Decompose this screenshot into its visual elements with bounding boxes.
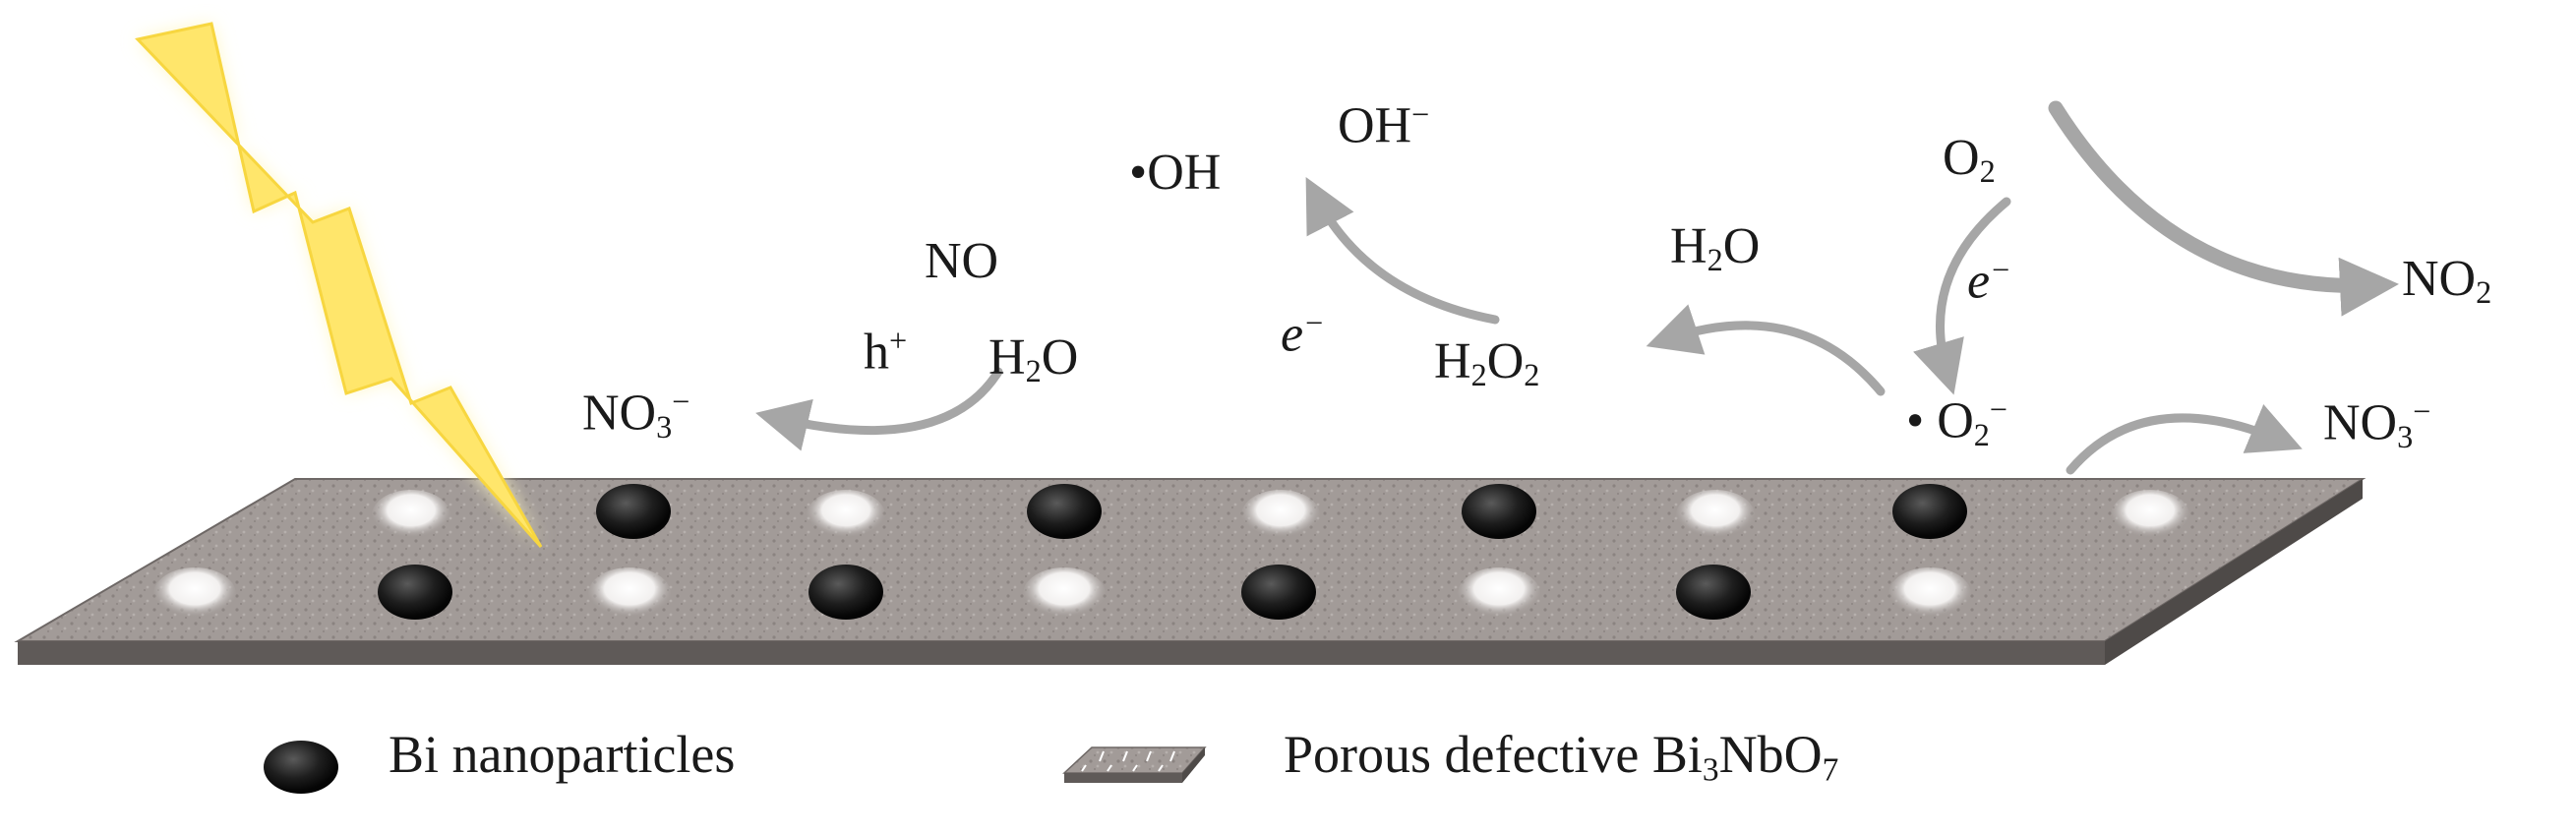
- label-h2o-right: H2O: [1670, 218, 1761, 278]
- bi-particle: [1676, 565, 1751, 620]
- legend-substrate-label: Porous defective Bi3NbO7: [1284, 725, 1839, 789]
- label-h-plus: h+: [864, 323, 908, 381]
- bi-particle: [596, 484, 671, 539]
- pore: [153, 567, 236, 621]
- plate-side-edge: [2105, 479, 2363, 665]
- label-superoxide: • O2−: [1906, 391, 2008, 452]
- label-h2o2: H2O2: [1434, 333, 1540, 393]
- label-electron-right: e−: [1967, 252, 2011, 310]
- pore: [2111, 490, 2189, 541]
- bi-particle: [1462, 484, 1536, 539]
- label-no3-left: NO3−: [582, 384, 690, 445]
- label-electron-mid: e−: [1281, 305, 1325, 363]
- legend-icons: [264, 741, 1207, 794]
- label-oh-radical: •OH: [1129, 145, 1222, 201]
- bi-particles: [378, 484, 1967, 620]
- pore: [1241, 490, 1320, 541]
- label-oh-minus: OH−: [1338, 96, 1430, 154]
- arrow-h2o2-to-oh: [1305, 177, 1500, 325]
- arrow-o2-to-no2: [2048, 100, 2399, 317]
- label-h2o-left: H2O: [988, 329, 1079, 389]
- legend-bi-label: Bi nanoparticles: [389, 725, 736, 784]
- plate-top-surface: [14, 478, 2366, 642]
- legend-bi-icon: [264, 741, 338, 794]
- label-no2: NO2: [2402, 251, 2492, 311]
- pore: [1676, 490, 1755, 541]
- arrow-superoxide-to-no3: [2066, 404, 2303, 475]
- bi-particle: [809, 565, 883, 620]
- bi-particle: [1892, 484, 1967, 539]
- pore: [1458, 567, 1540, 621]
- label-no3-right: NO3−: [2323, 393, 2431, 454]
- pore: [372, 490, 450, 541]
- arrow-o2-to-superoxide: [1913, 197, 2011, 395]
- arrow-h2o-to-no3: [755, 367, 1003, 451]
- light-bolt-icon: [135, 22, 543, 548]
- bi-particle: [1241, 565, 1316, 620]
- pore: [588, 567, 671, 621]
- pore: [1023, 567, 1106, 621]
- pores: [153, 490, 2189, 621]
- legend-substrate-icon: [1062, 746, 1207, 783]
- arrow-superoxide-to-h2o2: [1646, 304, 1886, 396]
- bi-particle: [1027, 484, 1102, 539]
- porous-plate: [14, 478, 2366, 665]
- pore: [1888, 567, 1971, 621]
- reaction-arrows: [755, 100, 2399, 475]
- label-no: NO: [925, 233, 999, 289]
- bi-particle: [378, 565, 452, 620]
- label-o2: O2: [1943, 130, 1996, 190]
- plate-front-edge: [18, 641, 2105, 665]
- pore: [807, 490, 885, 541]
